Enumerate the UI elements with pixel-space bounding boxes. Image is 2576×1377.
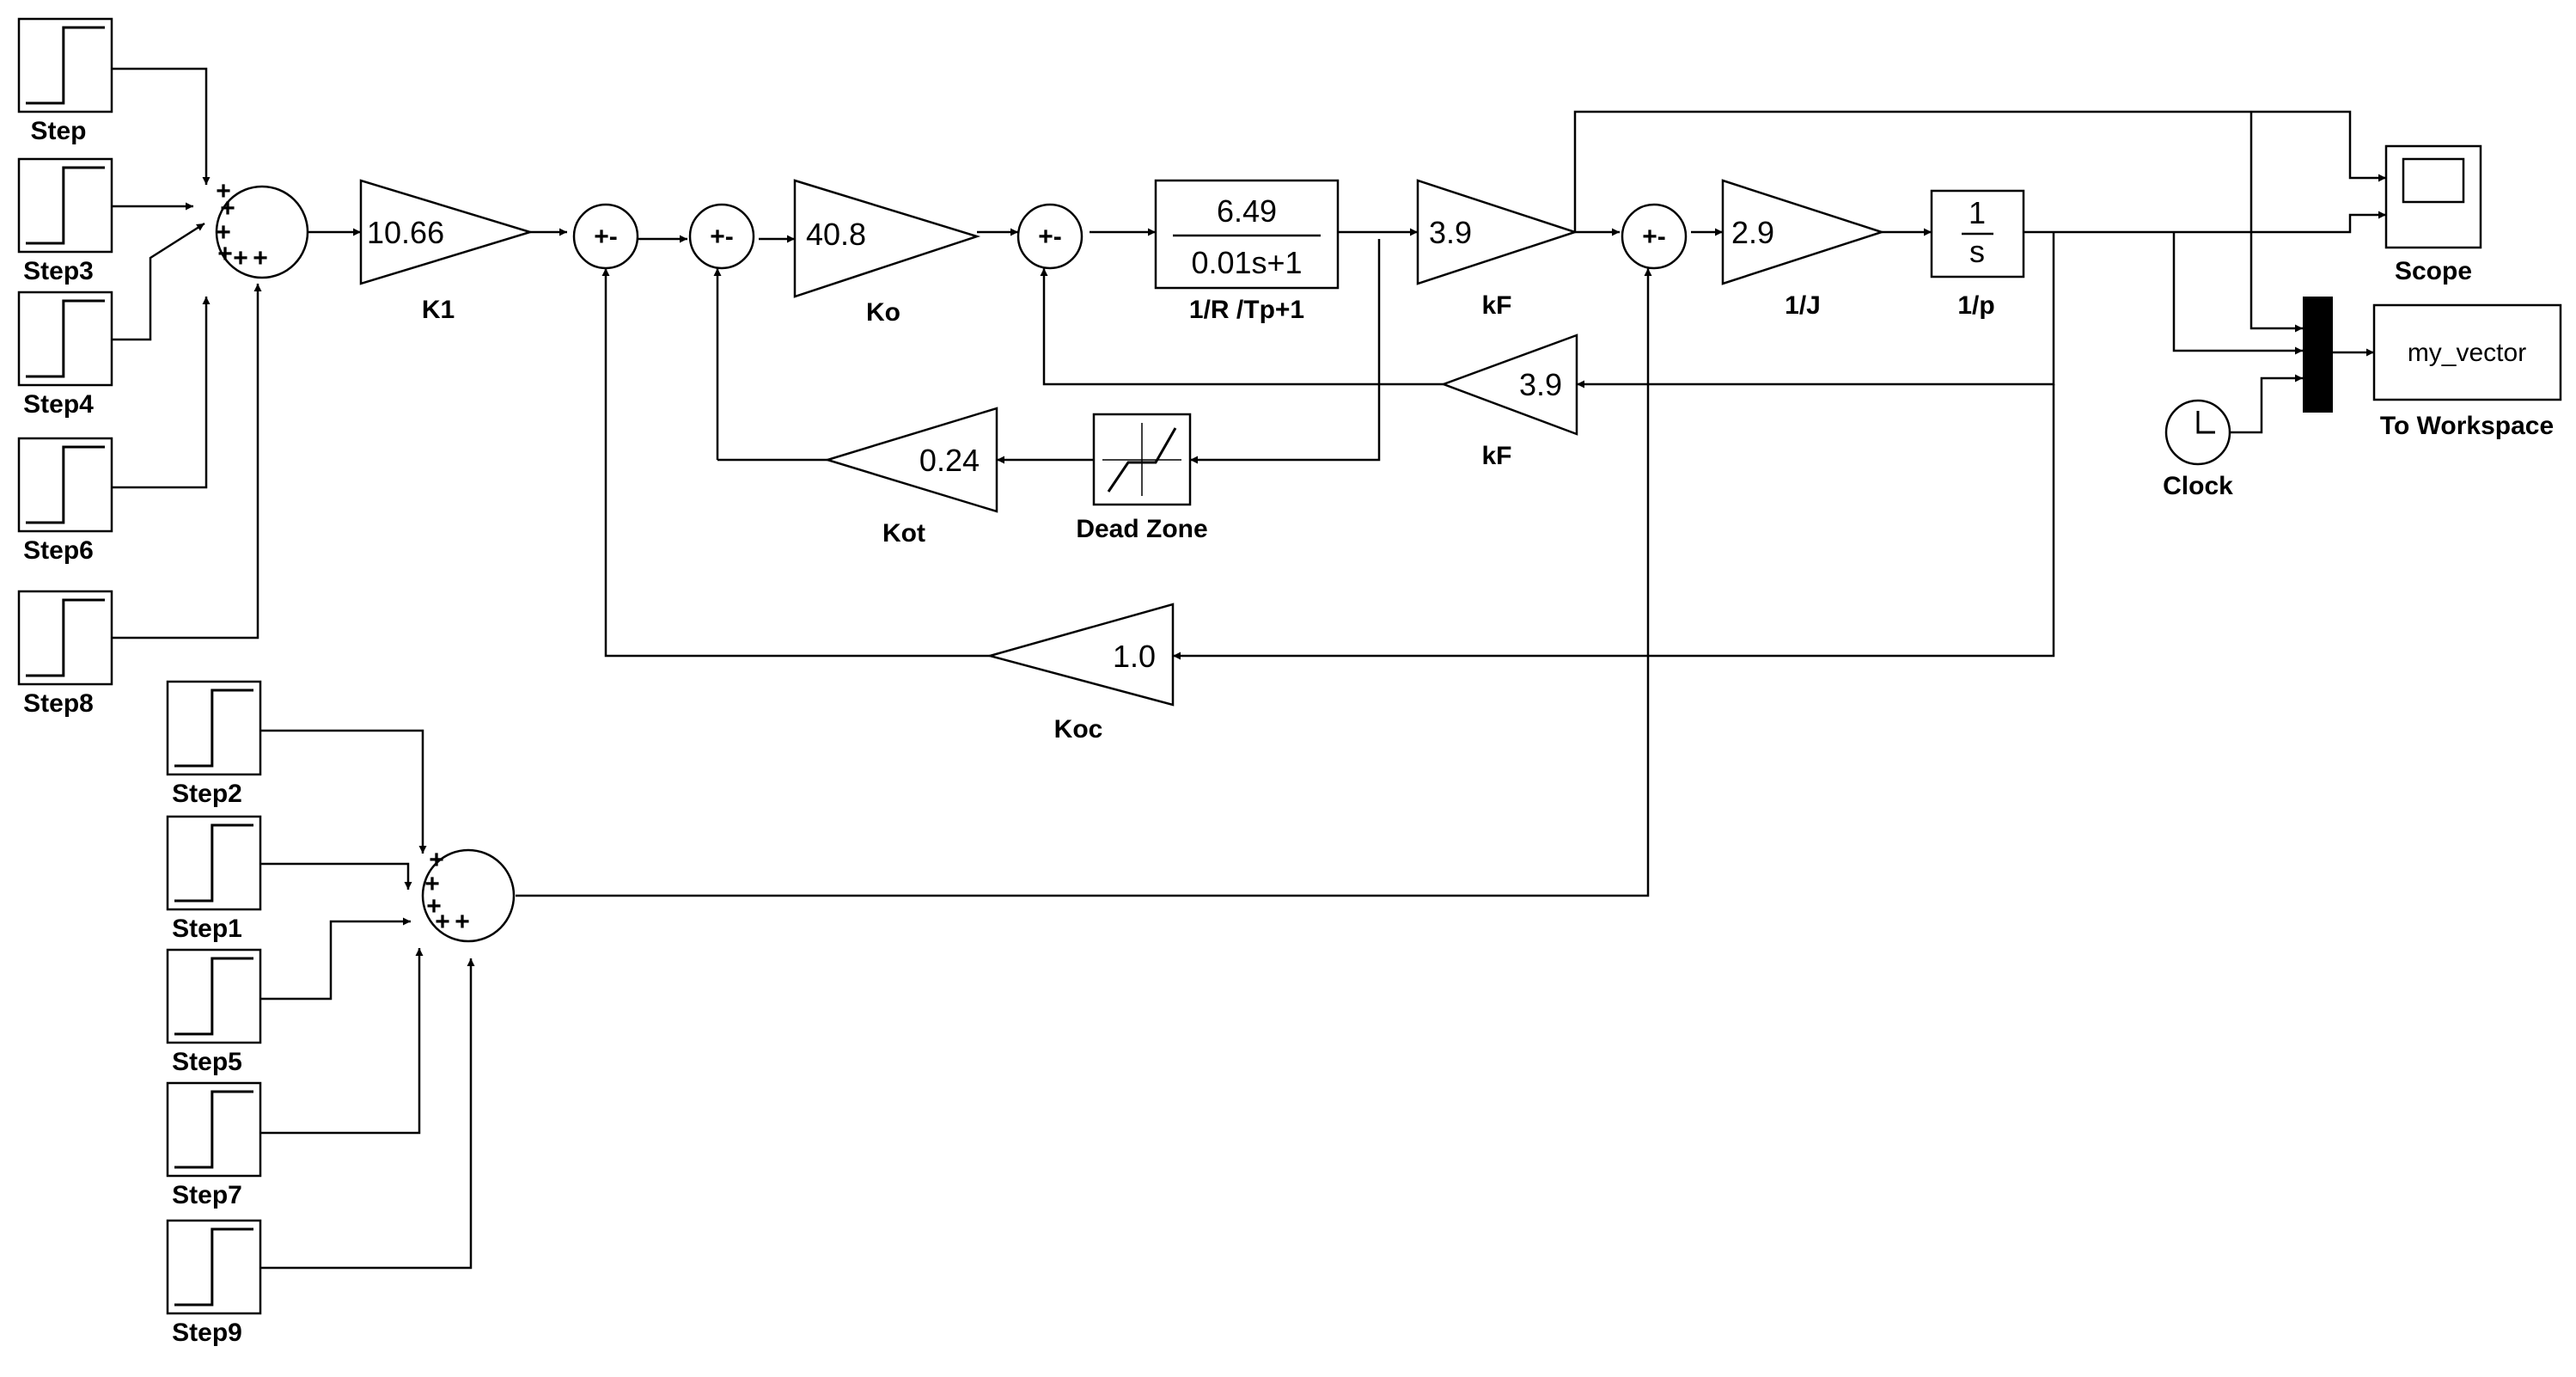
block-label: Koc xyxy=(1054,715,1103,744)
sum-block-torque[interactable]: +- xyxy=(1621,203,1688,270)
block-label: Step9 xyxy=(172,1319,242,1347)
sum-sign: + xyxy=(429,846,444,874)
gain-block-inv-j[interactable]: 2.9 1/J xyxy=(1721,179,1886,320)
clock-block[interactable]: Clock xyxy=(2163,399,2233,500)
step-block-step9[interactable]: Step9 xyxy=(166,1219,262,1347)
block-label: Dead Zone xyxy=(1076,515,1207,543)
sum-block-emf[interactable]: +- xyxy=(1016,203,1084,270)
step-icon xyxy=(26,299,105,378)
sum-sign: + xyxy=(216,218,231,247)
block-label: Step xyxy=(30,117,86,145)
integrator-denominator: s xyxy=(1969,234,1985,269)
step-icon xyxy=(174,823,253,903)
sum-sign: +- xyxy=(1642,223,1666,251)
tf-numerator: 6.49 xyxy=(1217,193,1277,229)
gain-value: 2.9 xyxy=(1731,215,1774,250)
block-label: Kot xyxy=(882,519,925,548)
block-label: To Workspace xyxy=(2380,412,2554,440)
transfer-function-block[interactable]: 6.49 0.01s+1 1/R /Tp+1 xyxy=(1154,179,1340,324)
to-workspace-block[interactable]: my_vector To Workspace xyxy=(2372,303,2562,440)
block-label: 1/R /Tp+1 xyxy=(1189,296,1304,324)
sum-sign: + xyxy=(424,870,440,898)
block-label: 1/p xyxy=(1957,291,1994,320)
block-label: Step8 xyxy=(23,689,94,718)
step-block-step7[interactable]: Step7 xyxy=(166,1081,262,1209)
block-label: Step1 xyxy=(172,915,242,943)
step-icon xyxy=(26,445,105,524)
gain-value: 3.9 xyxy=(1429,215,1472,250)
sum-sign: + xyxy=(435,908,450,936)
sum-block-lower[interactable]: + + + + + xyxy=(421,846,516,943)
step-block-step6[interactable]: Step6 xyxy=(17,437,113,565)
block-label: Step2 xyxy=(172,780,242,808)
signal-lines xyxy=(113,67,2386,1270)
step-block-step3[interactable]: Step3 xyxy=(17,157,113,285)
gain-block-ko[interactable]: 40.8 Ko xyxy=(793,179,981,327)
step-block-step1[interactable]: Step1 xyxy=(166,815,262,943)
gain-value: 1.0 xyxy=(1113,639,1156,674)
integrator-numerator: 1 xyxy=(1969,195,1986,230)
sum-block-current-limit[interactable]: +- xyxy=(688,203,755,270)
gain-block-koc[interactable]: 1.0 Koc xyxy=(986,603,1175,744)
block-label: K1 xyxy=(422,296,455,324)
sum-sign: +- xyxy=(594,223,618,251)
dead-zone-block[interactable]: Dead Zone xyxy=(1076,413,1208,543)
step-icon xyxy=(174,957,253,1036)
sum-block-upper[interactable]: + + + + + + xyxy=(215,177,309,279)
block-label: Scope xyxy=(2395,257,2472,285)
sum-block-position-error[interactable]: +- xyxy=(572,203,639,270)
step-icon xyxy=(174,1090,253,1169)
gain-block-k1[interactable]: 10.66 K1 xyxy=(359,179,534,324)
gain-value: 0.24 xyxy=(919,443,980,478)
step-icon xyxy=(26,26,105,105)
sum-sign: + xyxy=(216,177,231,205)
step-block-step4[interactable]: Step4 xyxy=(17,291,113,419)
block-label: kF xyxy=(1481,291,1511,320)
scope-block[interactable]: Scope xyxy=(2384,144,2482,285)
gain-block-kot[interactable]: 0.24 Kot xyxy=(823,407,998,548)
step-icon xyxy=(26,598,105,677)
block-label: Step5 xyxy=(172,1048,242,1076)
step-icon xyxy=(26,166,105,245)
sum-sign: +- xyxy=(1038,223,1062,251)
block-label: 1/J xyxy=(1785,291,1821,320)
gain-value: 10.66 xyxy=(367,215,444,250)
sum-sign: + xyxy=(253,244,268,272)
gain-block-kf-feedback[interactable]: 3.9 kF xyxy=(1440,334,1578,470)
sum-sign: + xyxy=(217,240,233,268)
block-label: Step6 xyxy=(23,536,94,565)
tf-denominator: 0.01s+1 xyxy=(1191,245,1302,280)
step-icon xyxy=(174,688,253,768)
step-icon xyxy=(174,1227,253,1307)
sum-sign: + xyxy=(220,194,235,223)
block-label: Step4 xyxy=(23,390,94,419)
gain-block-kf[interactable]: 3.9 kF xyxy=(1416,179,1579,320)
sum-sign: + xyxy=(426,892,442,921)
block-label: Clock xyxy=(2163,472,2233,500)
clock-icon xyxy=(2196,411,2215,434)
mux-block[interactable] xyxy=(2303,297,2333,413)
step-block-step5[interactable]: Step5 xyxy=(166,948,262,1076)
block-label: kF xyxy=(1481,442,1511,470)
gain-value: 3.9 xyxy=(1519,367,1562,402)
sum-sign: + xyxy=(233,244,248,272)
gain-value: 40.8 xyxy=(806,217,866,252)
sum-sign: + xyxy=(455,908,470,936)
step-block-step2[interactable]: Step2 xyxy=(166,680,262,808)
block-label: Step3 xyxy=(23,257,94,285)
sum-sign: +- xyxy=(710,223,734,251)
integrator-block[interactable]: 1 s 1/p xyxy=(1930,189,2025,320)
workspace-variable: my_vector xyxy=(2408,339,2526,367)
step-block-step[interactable]: Step xyxy=(17,17,113,145)
block-label: Step7 xyxy=(172,1181,242,1209)
step-blocks: StepStep3Step4Step6Step8Step2Step1Step5S… xyxy=(17,17,262,1347)
block-label: Ko xyxy=(866,298,900,327)
step-block-step8[interactable]: Step8 xyxy=(17,590,113,718)
